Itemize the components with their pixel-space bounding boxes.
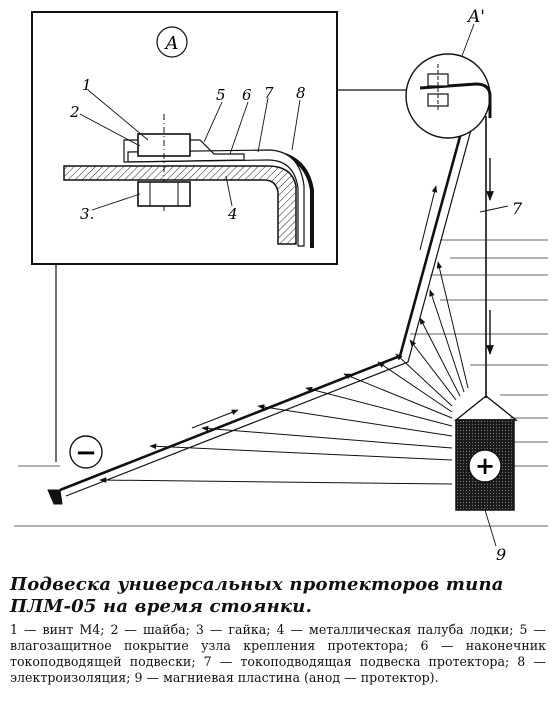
callout-circle [156, 26, 188, 58]
terminal-tip [127, 149, 305, 247]
label-4: 4 [227, 205, 238, 223]
figure-legend: 1 — винт М4; 2 — шайба; 3 — гайка; 4 — м… [10, 622, 546, 685]
protector-anode: + 9 [454, 395, 518, 560]
polarity-positive: + [475, 451, 495, 480]
label-5: 5 [216, 86, 226, 104]
detail-view-a: A 1 2 3. 4 5 6 7 8 [31, 11, 338, 265]
mount-detail-circle: A' [405, 7, 492, 139]
callout-letter: A [164, 33, 179, 54]
label-7: 7 [264, 84, 274, 102]
label-8: 8 [296, 84, 306, 102]
label-7-main: 7 [512, 199, 523, 218]
callout-letter-marked: A' [466, 7, 485, 27]
protector-suspension-diagram: A 1 2 3. 4 5 6 7 8 [14, 7, 548, 560]
label-9: 9 [496, 545, 506, 560]
label-3: 3. [80, 205, 94, 223]
negative-pole [69, 435, 103, 469]
current-arrows [99, 185, 469, 485]
label-6: 6 [242, 86, 252, 104]
polarity-negative: − [75, 438, 97, 468]
figure-title: Подвеска универсальных протекторов типа … [10, 574, 504, 617]
water-lines [14, 239, 548, 527]
label-1: 1 [82, 76, 92, 94]
nut [137, 181, 191, 207]
moisture-coating [123, 139, 245, 163]
label-2: 2 [69, 103, 80, 121]
deck-section [63, 165, 297, 245]
